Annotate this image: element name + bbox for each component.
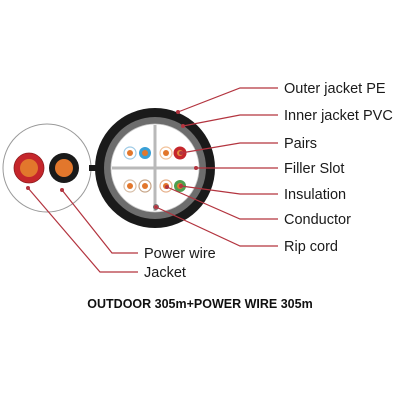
pair-blue-conductor-a	[127, 150, 133, 156]
leader-jacket	[27, 187, 138, 273]
leader-lines	[26, 87, 278, 273]
pair-blue-conductor-b	[142, 150, 148, 156]
diagram-caption: OUTDOOR 305m+POWER WIRE 305m	[87, 297, 312, 311]
label-conductor: Conductor	[284, 212, 351, 228]
leader-dot-filler-slot	[194, 166, 198, 170]
leader-dot-conductor	[165, 185, 169, 189]
leader-inner-jacket	[182, 114, 278, 127]
label-inner-jacket: Inner jacket PVC	[284, 108, 393, 124]
leader-conductor	[166, 186, 278, 220]
leader-dot-rip-cord	[154, 205, 158, 209]
leader-pairs	[180, 142, 278, 154]
power-wire-red-conductor	[20, 159, 38, 177]
leader-rip-cord	[155, 206, 278, 247]
label-outer-jacket: Outer jacket PE	[284, 81, 386, 97]
leader-dot-inner-jacket	[181, 124, 185, 128]
label-power-wire: Power wire	[144, 246, 216, 262]
label-insulation: Insulation	[284, 187, 346, 203]
pair-brown-conductor-b	[142, 183, 148, 189]
leader-dot-pairs	[179, 151, 183, 155]
callout-labels: Outer jacket PE Inner jacket PVC Pairs F…	[144, 81, 393, 281]
leader-dot-insulation	[179, 184, 183, 188]
leader-outer-jacket	[177, 87, 278, 113]
leader-power-wire	[61, 189, 138, 254]
label-pairs: Pairs	[284, 136, 317, 152]
label-jacket: Jacket	[144, 265, 186, 281]
power-wire-black-conductor	[55, 159, 73, 177]
label-rip-cord: Rip cord	[284, 239, 338, 255]
pair-orange-conductor-a	[163, 150, 169, 156]
filler-slot-horizontal	[112, 166, 198, 170]
label-filler-slot: Filler Slot	[284, 161, 344, 177]
leader-dot-jacket	[26, 186, 30, 190]
leader-dot-outer-jacket	[176, 110, 180, 114]
leader-insulation	[180, 185, 278, 195]
power-wire-section	[2, 123, 101, 213]
leader-dot-power-wire	[60, 188, 64, 192]
pair-brown-conductor-a	[127, 183, 133, 189]
